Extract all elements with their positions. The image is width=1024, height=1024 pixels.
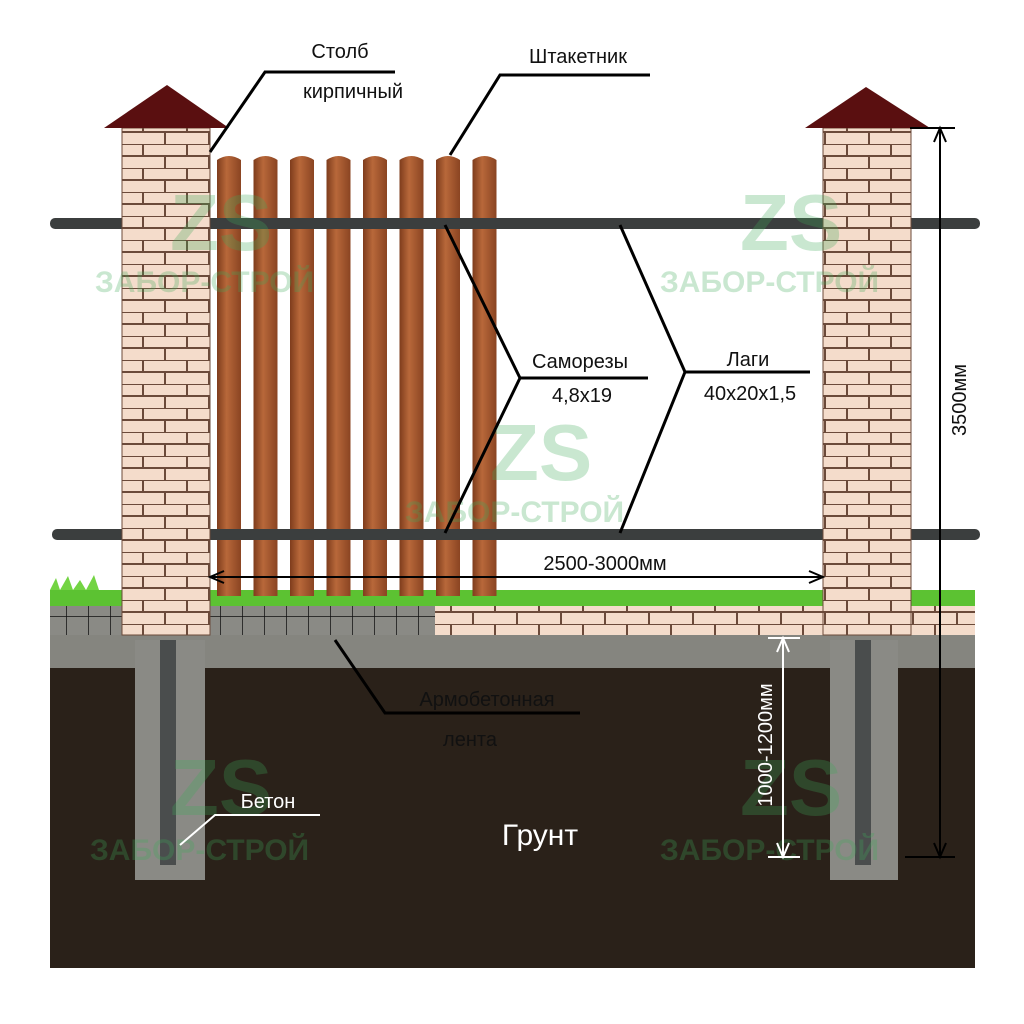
rail-bottom <box>52 529 980 540</box>
label-depth: 1000-1200мм <box>755 683 777 806</box>
svg-text:ЗАБОР-СТРОЙ: ЗАБОР-СТРОЙ <box>660 833 879 867</box>
left-foundation-post <box>135 640 205 880</box>
watermark: ZS ЗАБОР-СТРОЙ ZS ЗАБОР-СТРОЙ ZS ЗАБОР-С… <box>90 178 879 867</box>
label-concrete: Бетон <box>241 791 296 813</box>
svg-text:ЗАБОР-СТРОЙ: ЗАБОР-СТРОЙ <box>95 265 314 299</box>
picket <box>436 156 460 596</box>
label-pillar-2: кирпичный <box>303 81 403 103</box>
svg-text:ZS: ZS <box>490 408 592 497</box>
depth-dimension <box>768 635 800 860</box>
label-screws: Саморезы <box>532 351 628 373</box>
picket <box>472 156 497 596</box>
right-brick-pillar <box>805 87 930 636</box>
leader-lines <box>208 70 810 715</box>
grass <box>50 575 975 606</box>
label-span: 2500-3000мм <box>543 553 666 575</box>
svg-text:ЗАБОР-СТРОЙ: ЗАБОР-СТРОЙ <box>660 265 879 299</box>
label-screws-size: 4,8x19 <box>552 385 612 407</box>
picket <box>253 156 278 596</box>
picket <box>326 156 351 596</box>
concrete-leader <box>179 814 320 846</box>
svg-text:ЗАБОР-СТРОЙ: ЗАБОР-СТРОЙ <box>90 833 309 867</box>
label-strip-2: лента <box>443 729 498 751</box>
label-soil: Грунт <box>502 819 578 852</box>
label-picket: Штакетник <box>529 46 627 68</box>
picket <box>363 156 387 596</box>
svg-text:ЗАБОР-СТРОЙ: ЗАБОР-СТРОЙ <box>405 495 624 529</box>
strip-reinforcement <box>50 605 435 635</box>
left-brick-pillar <box>104 85 229 636</box>
label-height: 3500мм <box>949 364 971 436</box>
label-pillar: Столб <box>311 41 368 63</box>
svg-text:ZS: ZS <box>170 178 272 267</box>
picket-fence <box>217 156 497 596</box>
label-strip: Армобетонная <box>419 689 554 711</box>
svg-text:ZS: ZS <box>740 178 842 267</box>
dimension-lines <box>207 125 955 860</box>
label-rails-size: 40x20x1,5 <box>704 383 796 405</box>
svg-text:ZS: ZS <box>170 743 272 832</box>
picket <box>290 156 314 596</box>
svg-text:ZS: ZS <box>740 743 842 832</box>
right-foundation-post <box>830 640 898 880</box>
label-rails: Лаги <box>727 349 770 371</box>
picket <box>399 156 424 596</box>
rail-top <box>50 218 980 229</box>
picket <box>217 156 241 596</box>
